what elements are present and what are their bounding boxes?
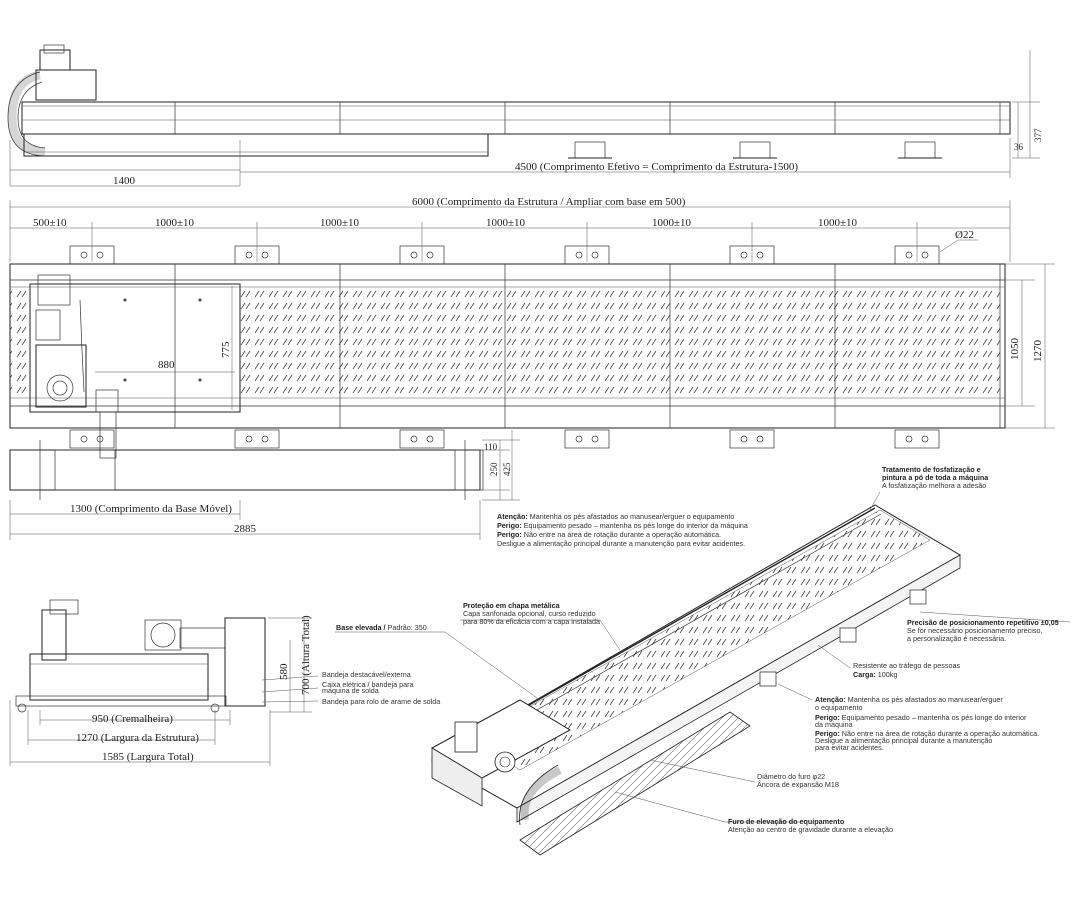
callout-fosfatizacao-title: Tratamento de fosfatização e [882, 465, 981, 474]
dim-2885: 2885 [234, 523, 257, 535]
dim-250: 250 [489, 462, 499, 476]
end-view [9, 599, 319, 766]
callout-perigo-3b: da máquina [815, 720, 853, 729]
callout-perigo-4c: para evitar acidentes. [815, 743, 884, 752]
dim-36: 36 [1014, 142, 1024, 152]
side-view [7, 44, 1040, 187]
callout-perigo-3: Perigo: Equipamento pesado – mantenha os… [815, 713, 1027, 722]
callout-protecao-2: para 80% da eficácia com a capa instalad… [463, 617, 600, 626]
callout-bandeja-destacavel: Bandeja destacável/externa [322, 670, 411, 679]
callout-carga: Carga: 100kg [853, 670, 897, 679]
callout-bandeja-rolo: Bandeja para rolo de arame de solda [322, 697, 440, 706]
dim-6000: 6000 (Comprimento da Estrutura / Ampliar… [412, 196, 686, 208]
dim-110: 110 [484, 442, 498, 452]
callout-perigo-4: Perigo: Não entre na área de rotação dur… [815, 729, 1039, 738]
dim-1000-3: 1000±10 [486, 217, 526, 229]
dim-700: 700 (Altura Total) [300, 615, 312, 695]
note-perigo-2: Perigo: Não entre na área de rotação dur… [497, 530, 721, 539]
callout-protecao-title: Proteção em chapa metálica [463, 601, 561, 610]
dim-1300: 1300 (Comprimento da Base Móvel) [70, 503, 232, 515]
dim-425: 425 [502, 462, 512, 476]
dim-1270: 1270 [1032, 340, 1044, 363]
dim-500: 500±10 [33, 217, 67, 229]
callout-precisao-2: a personalização é necessária. [907, 634, 1006, 643]
callout-precisao-title: Precisão de posicionamento repetitivo ±0… [907, 618, 1059, 627]
dim-4500: 4500 (Comprimento Efetivo = Comprimento … [515, 161, 798, 173]
callout-protecao-1: Capa sanfonada opcional, curso reduzido [463, 609, 596, 618]
dim-377: 377 [1033, 128, 1043, 142]
note-atencao-1: Atenção: Mantenha os pés afastados ao ma… [497, 512, 734, 521]
dim-950: 950 (Cremalheira) [92, 713, 173, 725]
note-perigo-1: Perigo: Equipamento pesado – mantenha os… [497, 521, 748, 530]
callout-caixa-eletrica-2: máquina de solda [322, 686, 379, 695]
callout-furo-elevacao-title: Furo de elevação do equipamento [728, 817, 845, 826]
callout-fosfatizacao-title2: pintura a pó de toda a máquina [882, 473, 989, 482]
dim-1000-4: 1000±10 [652, 217, 692, 229]
callout-fosfatizacao: A fosfatização melhora a adesão [882, 481, 986, 490]
dim-580: 580 [278, 663, 290, 680]
callout-perigo-4b: Desligue a alimentação principal durante… [815, 736, 992, 745]
callout-precisao-1: Se for necessário posicionamento preciso… [907, 626, 1042, 635]
callout-resistente: Resistente ao tráfego de pessoas [853, 661, 960, 670]
dim-775: 775 [220, 341, 232, 358]
dim-1000-5: 1000±10 [818, 217, 858, 229]
callout-furo-elevacao: Atenção ao centro de gravidade durante a… [728, 825, 893, 834]
callout-atencao-2b: o equipamento [815, 703, 863, 712]
dim-1585: 1585 (Largura Total) [102, 751, 194, 763]
callout-base-elevada: Base elevada / Padrão: 350 [336, 623, 427, 632]
dim-1270-width: 1270 (Largura da Estrutura) [76, 732, 199, 744]
callout-atencao-2: Atenção: Mantenha os pés afastados ao ma… [815, 695, 1003, 704]
dim-880: 880 [158, 359, 175, 371]
dim-1050: 1050 [1009, 338, 1021, 361]
callout-ancora: Âncora de expansão M18 [757, 780, 839, 789]
dim-diameter-22: Ø22 [955, 229, 974, 241]
note-desligue: Desligue a alimentação principal durante… [497, 539, 745, 548]
top-view [9, 200, 1055, 540]
callout-caixa-eletrica-1: Caixa elétrica / bandeja para [322, 680, 414, 689]
dim-1000-1: 1000±10 [155, 217, 195, 229]
callout-diametro-furo: Diâmetro do furo φ22 [757, 772, 825, 781]
isometric-view [335, 491, 1071, 856]
dim-1000-2: 1000±10 [320, 217, 360, 229]
dim-1400: 1400 [113, 175, 136, 187]
